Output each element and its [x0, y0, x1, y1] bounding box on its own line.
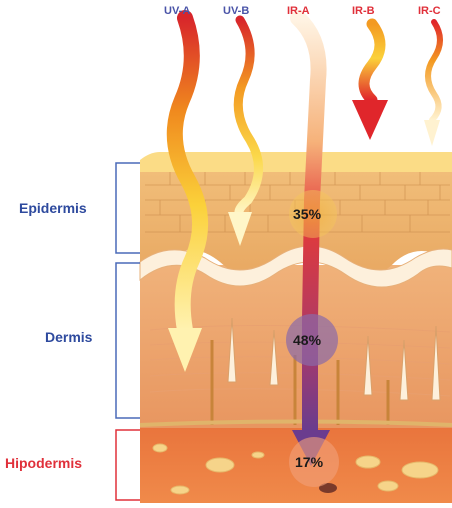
dermis-percentage: 48%	[293, 332, 321, 348]
hypodermis-bracket	[116, 430, 140, 500]
dermis-bracket	[116, 263, 140, 418]
ray-label-ir-b: IR-B	[352, 5, 375, 17]
ir-b-ray	[352, 24, 388, 140]
epidermis-bracket	[116, 163, 140, 253]
ray-label-uv-b: UV-B	[223, 5, 249, 17]
hypodermis-percentage: 17%	[295, 454, 323, 470]
hypodermis-label: Hipodermis	[5, 455, 82, 471]
epidermis-percentage: 35%	[293, 206, 321, 222]
ir-c-arrowhead	[424, 120, 440, 146]
ray-label-ir-c: IR-C	[418, 5, 441, 17]
ray-label-ir-a: IR-A	[287, 5, 310, 17]
epidermis-label: Epidermis	[19, 200, 87, 216]
ir-b-arrowhead	[352, 100, 388, 140]
ray-label-uv-a: UV-A	[164, 5, 190, 17]
dermis-label: Dermis	[45, 329, 92, 345]
ir-c-ray	[424, 22, 440, 146]
